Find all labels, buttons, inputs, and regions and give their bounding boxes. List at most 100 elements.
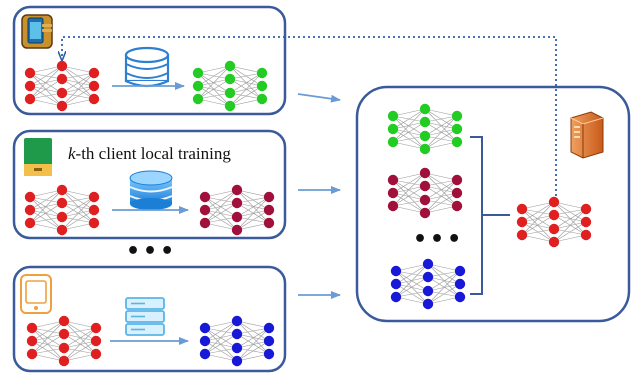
network-node [390, 265, 402, 277]
network-edge [31, 320, 65, 329]
network-edge [424, 185, 458, 194]
network-edge [236, 222, 270, 231]
smartphone-icon [21, 14, 53, 49]
network-edge [553, 201, 587, 210]
network-edge [29, 216, 63, 224]
network-node [419, 103, 431, 115]
client-n-trained-model [199, 315, 275, 367]
network-edge [61, 196, 95, 204]
network-node [454, 265, 466, 277]
network-edge [427, 270, 461, 292]
network-edge [392, 199, 426, 207]
network-edge [424, 179, 458, 201]
network-node [263, 335, 275, 347]
network-edge [392, 192, 426, 201]
network-edge [31, 333, 65, 355]
broadcast-dotted-line [62, 36, 557, 196]
network-node [451, 174, 463, 186]
aggregation-bracket [470, 136, 510, 295]
network-edge [204, 347, 238, 355]
network-node [516, 203, 528, 215]
client-k-label: k-th client local training [68, 144, 231, 164]
network-edge [29, 98, 63, 107]
network-edge [427, 270, 461, 305]
network-node [199, 191, 211, 203]
network-edge [197, 78, 231, 100]
network-node [387, 110, 399, 122]
network-node [192, 80, 204, 92]
network-node [419, 167, 431, 179]
network-edge [424, 115, 458, 150]
network-node [390, 291, 402, 303]
server-rack-icon [125, 297, 165, 336]
network-node [56, 100, 68, 112]
network-edge [31, 353, 65, 362]
network-edge [424, 172, 458, 181]
network-node [58, 342, 70, 354]
network-edge [197, 65, 231, 87]
server-ellipsis: ••• [413, 227, 464, 252]
network-edge [521, 201, 555, 223]
network-edge [61, 78, 95, 87]
network-node [256, 67, 268, 79]
network-node [90, 335, 102, 347]
network-edge [61, 222, 95, 231]
network-node [387, 200, 399, 212]
network-node [422, 258, 434, 270]
network-node [56, 60, 68, 72]
network-edge [197, 98, 231, 107]
network-node [231, 197, 243, 209]
network-edge [392, 172, 426, 181]
network-edge [204, 327, 238, 349]
network-edge [31, 327, 65, 349]
network-edge [392, 205, 426, 214]
network-edge [204, 216, 238, 224]
network-edge [61, 72, 95, 107]
network-node [199, 348, 211, 360]
network-edge [553, 208, 587, 230]
network-edge [521, 228, 555, 236]
network-node [516, 229, 528, 241]
network-edge [197, 65, 231, 74]
network-node [548, 223, 560, 235]
network-edge [395, 263, 429, 298]
network-edge [553, 214, 587, 236]
network-node [24, 217, 36, 229]
network-node [88, 93, 100, 105]
network-edge [424, 128, 458, 150]
network-edge [521, 221, 555, 230]
network-node [24, 93, 36, 105]
network-node [24, 191, 36, 203]
network-node [88, 191, 100, 203]
network-node [419, 180, 431, 192]
network-edge [204, 189, 238, 211]
network-edge [427, 283, 461, 305]
network-node [419, 194, 431, 206]
network-edge [236, 333, 270, 355]
network-edge [229, 78, 263, 87]
network-node [580, 229, 592, 241]
network-node [451, 187, 463, 199]
network-edge [29, 222, 63, 231]
network-node [88, 67, 100, 79]
server-icon [570, 111, 604, 159]
network-edge [229, 72, 263, 80]
network-node [24, 204, 36, 216]
network-edge [229, 85, 263, 107]
network-edge [29, 202, 63, 224]
network-edge [204, 320, 238, 342]
network-edge [236, 202, 270, 211]
network-node [451, 110, 463, 122]
network-node [56, 87, 68, 99]
network-node [387, 187, 399, 199]
network-node [58, 328, 70, 340]
network-edge [424, 192, 458, 214]
network-edge [61, 85, 95, 107]
server-box [355, 85, 631, 323]
network-node [24, 80, 36, 92]
network-edge [29, 65, 63, 87]
network-edge [31, 340, 65, 349]
network-node [199, 322, 211, 334]
tablet-outline-icon [20, 274, 52, 314]
network-node [580, 203, 592, 215]
